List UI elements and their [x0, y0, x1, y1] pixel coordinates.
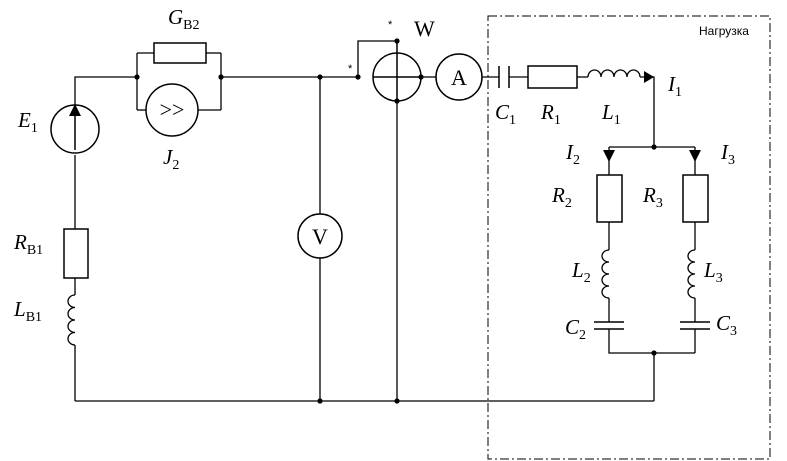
label-r1: R1 [540, 100, 561, 128]
label-c1: C1 [495, 100, 516, 128]
current-source-j2 [145, 83, 199, 137]
wattmeter-star-voltage: * [388, 19, 393, 31]
arrow-i2 [603, 150, 615, 162]
resistor-r2 [596, 174, 623, 223]
voltmeter-symbol: V [312, 224, 328, 249]
junction-dots [134, 38, 657, 404]
ammeter [435, 53, 483, 101]
inductor-lb1 [67, 294, 76, 346]
label-lb1: LB1 [13, 297, 42, 325]
voltage-source-e1 [50, 104, 100, 154]
label-w: W [414, 16, 435, 41]
label-j2: J2 [163, 145, 179, 173]
resistor-r3 [682, 174, 709, 223]
ammeter-symbol: A [451, 65, 467, 90]
label-i2: I2 [565, 140, 580, 168]
label-rb1: RB1 [13, 230, 43, 258]
arrow-i1 [644, 71, 654, 83]
conductance-gb2 [153, 42, 207, 64]
label-e1: E1 [17, 108, 38, 136]
label-i3: I3 [720, 140, 735, 168]
resistor-rb1 [63, 228, 89, 279]
inductor-l2 [601, 249, 610, 299]
inductor-l3 [687, 249, 696, 299]
arrow-i3 [689, 150, 701, 162]
inductor-l1 [587, 69, 641, 78]
capacitor-c1 [498, 66, 510, 88]
capacitor-c3 [680, 321, 710, 330]
capacitor-c2 [594, 321, 624, 330]
label-l3: L3 [703, 258, 723, 286]
wattmeter-star-current: * [348, 63, 353, 75]
label-r2: R2 [551, 183, 572, 211]
label-l2: L2 [571, 258, 591, 286]
label-r3: R3 [642, 183, 663, 211]
voltmeter [297, 213, 343, 259]
resistor-r1 [527, 65, 578, 89]
current-source-symbol: >> [160, 97, 185, 122]
wattmeter [372, 52, 422, 102]
label-c3: C3 [716, 311, 737, 339]
load-region-boundary [487, 15, 771, 460]
label-c2: C2 [565, 315, 586, 343]
label-gb2: GB2 [168, 5, 200, 33]
label-l1: L1 [601, 100, 621, 128]
load-region-label: Нагрузка [699, 24, 749, 38]
label-i1: I1 [667, 72, 682, 100]
